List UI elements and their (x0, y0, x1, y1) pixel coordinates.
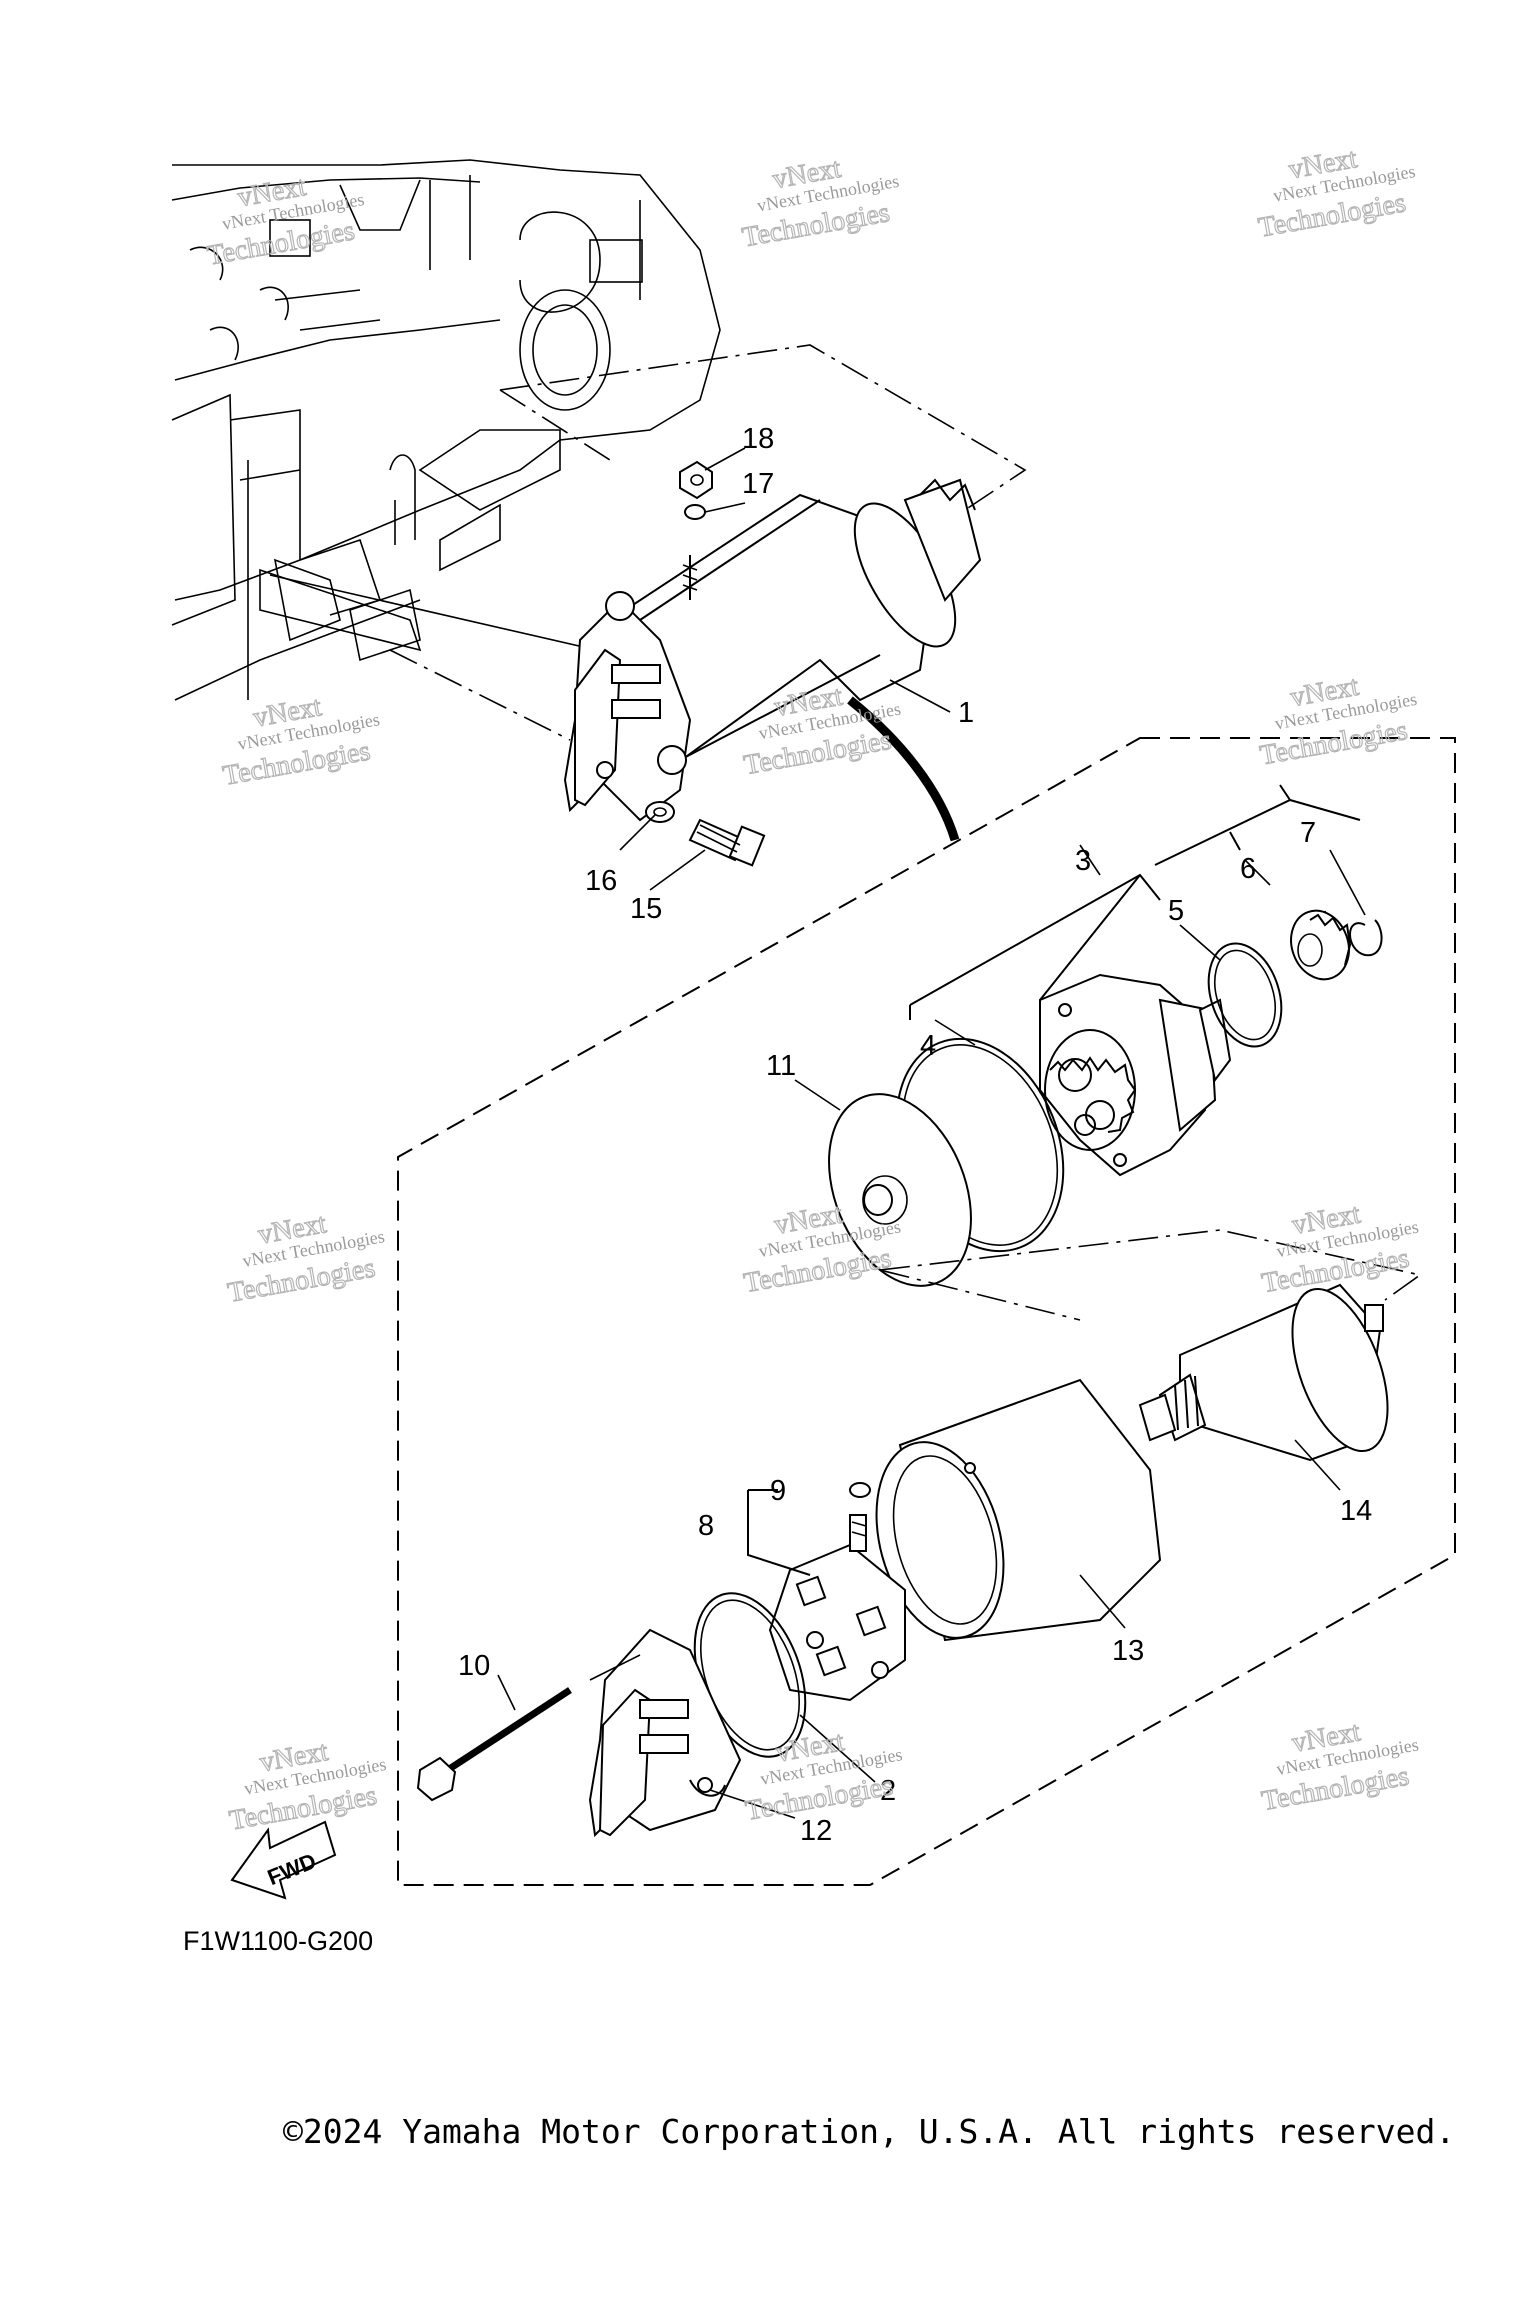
callout-9: 9 (770, 1475, 786, 1507)
watermark: vNext vNext Technologies Technologies (1259, 1198, 1420, 1300)
pinion-gear-6 (1290, 909, 1352, 981)
circlip-7 (1349, 919, 1383, 957)
front-cover-11 (828, 1093, 972, 1287)
callout-14: 14 (1340, 1495, 1372, 1527)
copyright-notice: ©2024 Yamaha Motor Corporation, U.S.A. A… (283, 2112, 1456, 2151)
gear-housing (1039, 973, 1232, 1177)
callout-15: 15 (630, 893, 662, 925)
rear-cover (588, 1628, 742, 1838)
callout-8: 8 (698, 1510, 714, 1542)
callout-5: 5 (1168, 895, 1184, 927)
watermark: vNext vNext Technologies Technologies (1255, 142, 1416, 244)
watermark: vNext vNext Technologies Technologies (220, 691, 381, 793)
brush-holder-8 (768, 1514, 906, 1702)
callout-2: 2 (880, 1775, 896, 1807)
o-ring-5 (1207, 942, 1283, 1048)
callout-18: 18 (742, 423, 774, 455)
callout-1: 1 (958, 697, 974, 729)
exploded-view-boundary (397, 737, 1456, 1886)
starter-motor-assembly (563, 478, 982, 842)
watermark: vNext vNext Technologies Technologies (1257, 670, 1418, 772)
armature-14 (1138, 1283, 1389, 1462)
watermark: vNext vNext Technologies Technologies (204, 170, 365, 272)
fasteners-upper (645, 460, 766, 867)
through-bolt-10 (416, 1654, 641, 1802)
callout-6: 6 (1240, 853, 1256, 885)
watermark: vNext vNext Technologies Technologies (226, 1735, 387, 1837)
o-ring-9 (849, 1482, 871, 1498)
yoke-13 (875, 1378, 1162, 1642)
callout-3: 3 (1075, 845, 1091, 877)
callout-numbers: 18 17 1 16 15 3 7 6 5 4 11 14 13 9 8 10 … (458, 423, 1372, 1847)
callout-13: 13 (1112, 1635, 1144, 1667)
callout-4: 4 (920, 1030, 936, 1062)
engine-block (171, 159, 721, 701)
callout-16: 16 (585, 865, 617, 897)
callout-leaders (497, 447, 1366, 1819)
diagram-code: F1W1100-G200 (183, 1926, 373, 1956)
watermark: vNext vNext Technologies Technologies (1259, 1716, 1420, 1818)
leader-lines (389, 344, 1027, 741)
callout-10: 10 (458, 1650, 490, 1682)
callout-11: 11 (766, 1050, 796, 1082)
watermark: vNext vNext Technologies Technologies (739, 152, 900, 254)
watermark: vNext vNext Technologies Technologies (743, 1726, 904, 1828)
callout-12: 12 (800, 1815, 832, 1847)
callout-17: 17 (742, 468, 774, 500)
watermarks: vNext vNext Technologies Technologies vN… (204, 142, 1420, 1837)
callout-7: 7 (1300, 817, 1316, 849)
watermark: vNext vNext Technologies Technologies (225, 1208, 386, 1310)
